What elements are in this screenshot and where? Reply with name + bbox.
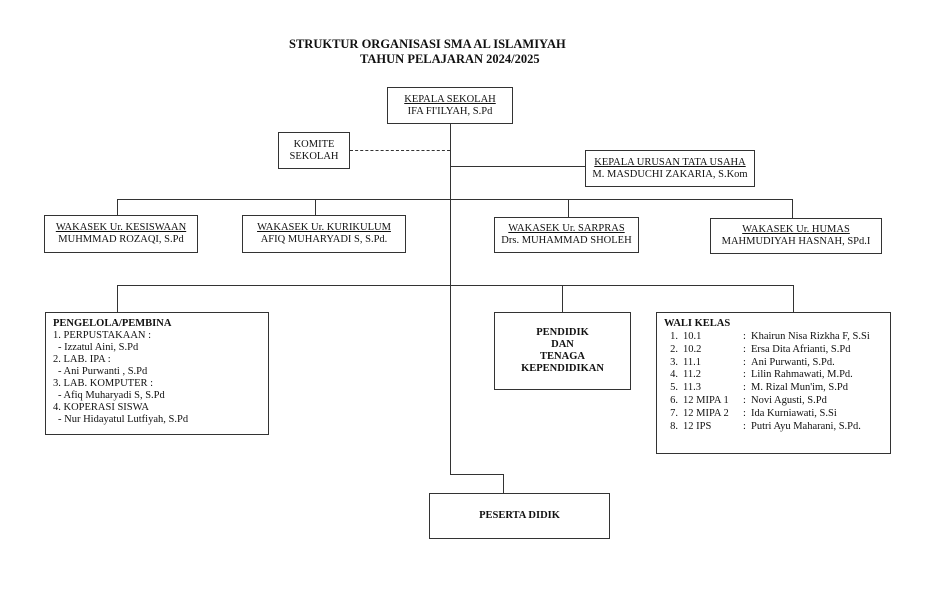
wali-kelas-number: 2.: [670, 343, 678, 355]
wali-kelas-teacher: M. Rizal Mun'im, S.Pd: [751, 382, 848, 394]
wali-kelas-teacher: Novi Agusti, S.Pd: [751, 394, 827, 406]
wakasek-horizontal-bar: [117, 199, 793, 200]
pengelola-item-label: 3. LAB. KOMPUTER :: [53, 378, 154, 389]
wali-kelas-row: 6. 12 MIPA 1: Novi Agusti, S.Pd: [664, 395, 890, 408]
wakasek-name: MUHMMAD ROZAQI, S.Pd: [58, 234, 184, 245]
pengelola-item-label: 2. LAB. IPA :: [53, 354, 111, 365]
wali-kelas-separator: :: [743, 382, 746, 394]
wali-kelas-separator: :: [743, 356, 746, 368]
pengelola-item-label: 4. KOPERASI SISWA: [53, 402, 149, 413]
ptk-line: TENAGA: [540, 351, 585, 362]
wali-kelas-class: 10.2: [683, 343, 702, 355]
pengelola-item-label: 1. PERPUSTAKAAN :: [53, 330, 152, 341]
wali-kelas-row: 1. 10.1: Khairun Nisa Rizkha F, S.Si: [664, 331, 890, 344]
wali-kelas-row: 7. 12 MIPA 2: Ida Kurniawati, S.Si: [664, 408, 890, 421]
wali-kelas-drop: [793, 285, 794, 312]
wali-kelas-teacher: Ida Kurniawati, S.Si: [751, 407, 837, 419]
komite-line-1: KOMITE: [293, 138, 335, 150]
tata-usaha-name: M. MASDUCHI ZAKARIA, S.Kom: [592, 168, 748, 180]
wali-kelas-box: WALI KELAS 1. 10.1: Khairun Nisa Rizkha F,…: [656, 312, 891, 454]
wali-kelas-separator: :: [743, 343, 746, 355]
peserta-didik-box: PESERTA DIDIK: [429, 493, 610, 539]
wali-kelas-teacher: Ani Purwanti, S.Pd.: [751, 356, 835, 368]
wakasek-drop-2: [315, 199, 316, 216]
pengelola-item-person: - Ani Purwanti , S.Pd: [58, 366, 148, 377]
pengelola-pembina-box: PENGELOLA/PEMBINA 1. PERPUSTAKAAN : - Iz…: [45, 312, 269, 435]
main-trunk-line: [450, 123, 451, 474]
wali-kelas-teacher: Ersa Dita Afrianti, S.Pd: [751, 343, 851, 355]
wali-kelas-class: 12 IPS: [683, 420, 712, 432]
chart-title-line-1: STRUKTUR ORGANISASI SMA AL ISLAMIYAH: [289, 37, 566, 51]
wali-kelas-class: 10.1: [683, 331, 702, 342]
ptk-line: PENDIDIK: [536, 327, 589, 338]
wakasek-drop-4: [792, 199, 793, 218]
lower-horizontal-bar: [117, 285, 793, 286]
wakasek-role: WAKASEK Ur. KESISWAAN: [55, 222, 187, 233]
wali-kelas-row: 8. 12 IPS: Putri Ayu Maharani, S.Pd.: [664, 421, 890, 434]
peserta-didik-label: PESERTA DIDIK: [479, 510, 560, 521]
wakasek-role: WAKASEK Ur. HUMAS: [742, 224, 850, 235]
wakasek-drop-3: [568, 199, 569, 217]
wali-kelas-number: 5.: [670, 382, 678, 394]
wali-kelas-separator: :: [743, 420, 746, 432]
wali-kelas-number: 7.: [670, 407, 678, 419]
wakasek-name: MAHMUDIYAH HASNAH, SPd.I: [721, 236, 871, 247]
wali-kelas-separator: :: [743, 407, 746, 419]
pengelola-item-person: - Nur Hidayatul Lutfiyah, S.Pd: [58, 414, 189, 425]
wali-kelas-class: 11.3: [683, 382, 701, 394]
komite-dashed-connector: [350, 150, 450, 151]
tata-usaha-connector: [450, 166, 585, 167]
wakasek-role: WAKASEK Ur. SARPRAS: [508, 223, 625, 234]
kepala-sekolah-box: KEPALA SEKOLAH IFA FI'ILYAH, S.Pd: [387, 87, 513, 124]
tata-usaha-box: KEPALA URUSAN TATA USAHA M. MASDUCHI ZAK…: [585, 150, 755, 187]
peserta-elbow-vertical: [503, 474, 504, 493]
pengelola-item-person: - Izzatul Aini, S.Pd: [58, 342, 139, 353]
wakasek-drop-1: [117, 199, 118, 216]
pengelola-heading: PENGELOLA/PEMBINA: [53, 318, 172, 329]
ptk-line: KEPENDIDIKAN: [521, 363, 604, 374]
wakasek-role: WAKASEK Ur. KURIKULUM: [257, 222, 391, 233]
chart-title-line-2: TAHUN PELAJARAN 2024/2025: [360, 52, 540, 66]
wali-kelas-class: 12 MIPA 2: [683, 407, 729, 419]
ptk-line: DAN: [551, 339, 574, 350]
wali-kelas-number: 4.: [670, 369, 678, 381]
wakasek-kesiswaan-box: WAKASEK Ur. KESISWAAN MUHMMAD ROZAQI, S.…: [44, 215, 198, 253]
wakasek-sarpras-box: WAKASEK Ur. SARPRAS Drs. MUHAMMAD SHOLEH: [494, 217, 639, 253]
komite-sekolah-box: KOMITE SEKOLAH: [278, 132, 350, 169]
wali-kelas-row: 4. 11.2: Lilin Rahmawati, M.Pd.: [664, 369, 890, 382]
wali-kelas-teacher: Khairun Nisa Rizkha F, S.Si: [751, 331, 870, 342]
wali-kelas-class: 11.1: [683, 356, 701, 368]
wakasek-name: Drs. MUHAMMAD SHOLEH: [501, 235, 632, 246]
wali-kelas-number: 1.: [670, 331, 678, 342]
wali-kelas-teacher: Putri Ayu Maharani, S.Pd.: [751, 420, 861, 432]
pengelola-drop: [117, 285, 118, 312]
wali-kelas-class: 11.2: [683, 369, 701, 381]
wali-kelas-row: 2. 10.2: Ersa Dita Afrianti, S.Pd: [664, 344, 890, 357]
wakasek-kurikulum-box: WAKASEK Ur. KURIKULUM AFIQ MUHARYADI S, …: [242, 215, 406, 253]
wali-kelas-number: 3.: [670, 356, 678, 368]
pendidik-tenaga-kependidikan-box: PENDIDIK DAN TENAGA KEPENDIDIKAN: [494, 312, 631, 390]
wali-kelas-heading: WALI KELAS: [664, 318, 731, 329]
wali-kelas-row: 3. 11.1: Ani Purwanti, S.Pd.: [664, 357, 890, 370]
komite-line-2: SEKOLAH: [289, 150, 339, 162]
peserta-elbow-horizontal: [450, 474, 503, 475]
ptk-drop: [562, 285, 563, 312]
wali-kelas-number: 6.: [670, 394, 678, 406]
kepala-sekolah-name: IFA FI'ILYAH, S.Pd: [407, 105, 493, 117]
wakasek-name: AFIQ MUHARYADI S, S.Pd.: [260, 234, 388, 245]
wali-kelas-number: 8.: [670, 420, 678, 432]
kepala-sekolah-role: KEPALA SEKOLAH: [404, 93, 496, 105]
wali-kelas-separator: :: [743, 331, 746, 342]
wali-kelas-class: 12 MIPA 1: [683, 394, 729, 406]
wali-kelas-separator: :: [743, 394, 746, 406]
wali-kelas-separator: :: [743, 369, 746, 381]
wali-kelas-teacher: Lilin Rahmawati, M.Pd.: [751, 369, 853, 381]
wali-kelas-row: 5. 11.3: M. Rizal Mun'im, S.Pd: [664, 382, 890, 395]
pengelola-item-person: - Afiq Muharyadi S, S.Pd: [58, 390, 165, 401]
tata-usaha-role: KEPALA URUSAN TATA USAHA: [594, 156, 746, 168]
wakasek-humas-box: WAKASEK Ur. HUMAS MAHMUDIYAH HASNAH, SPd…: [710, 218, 882, 254]
